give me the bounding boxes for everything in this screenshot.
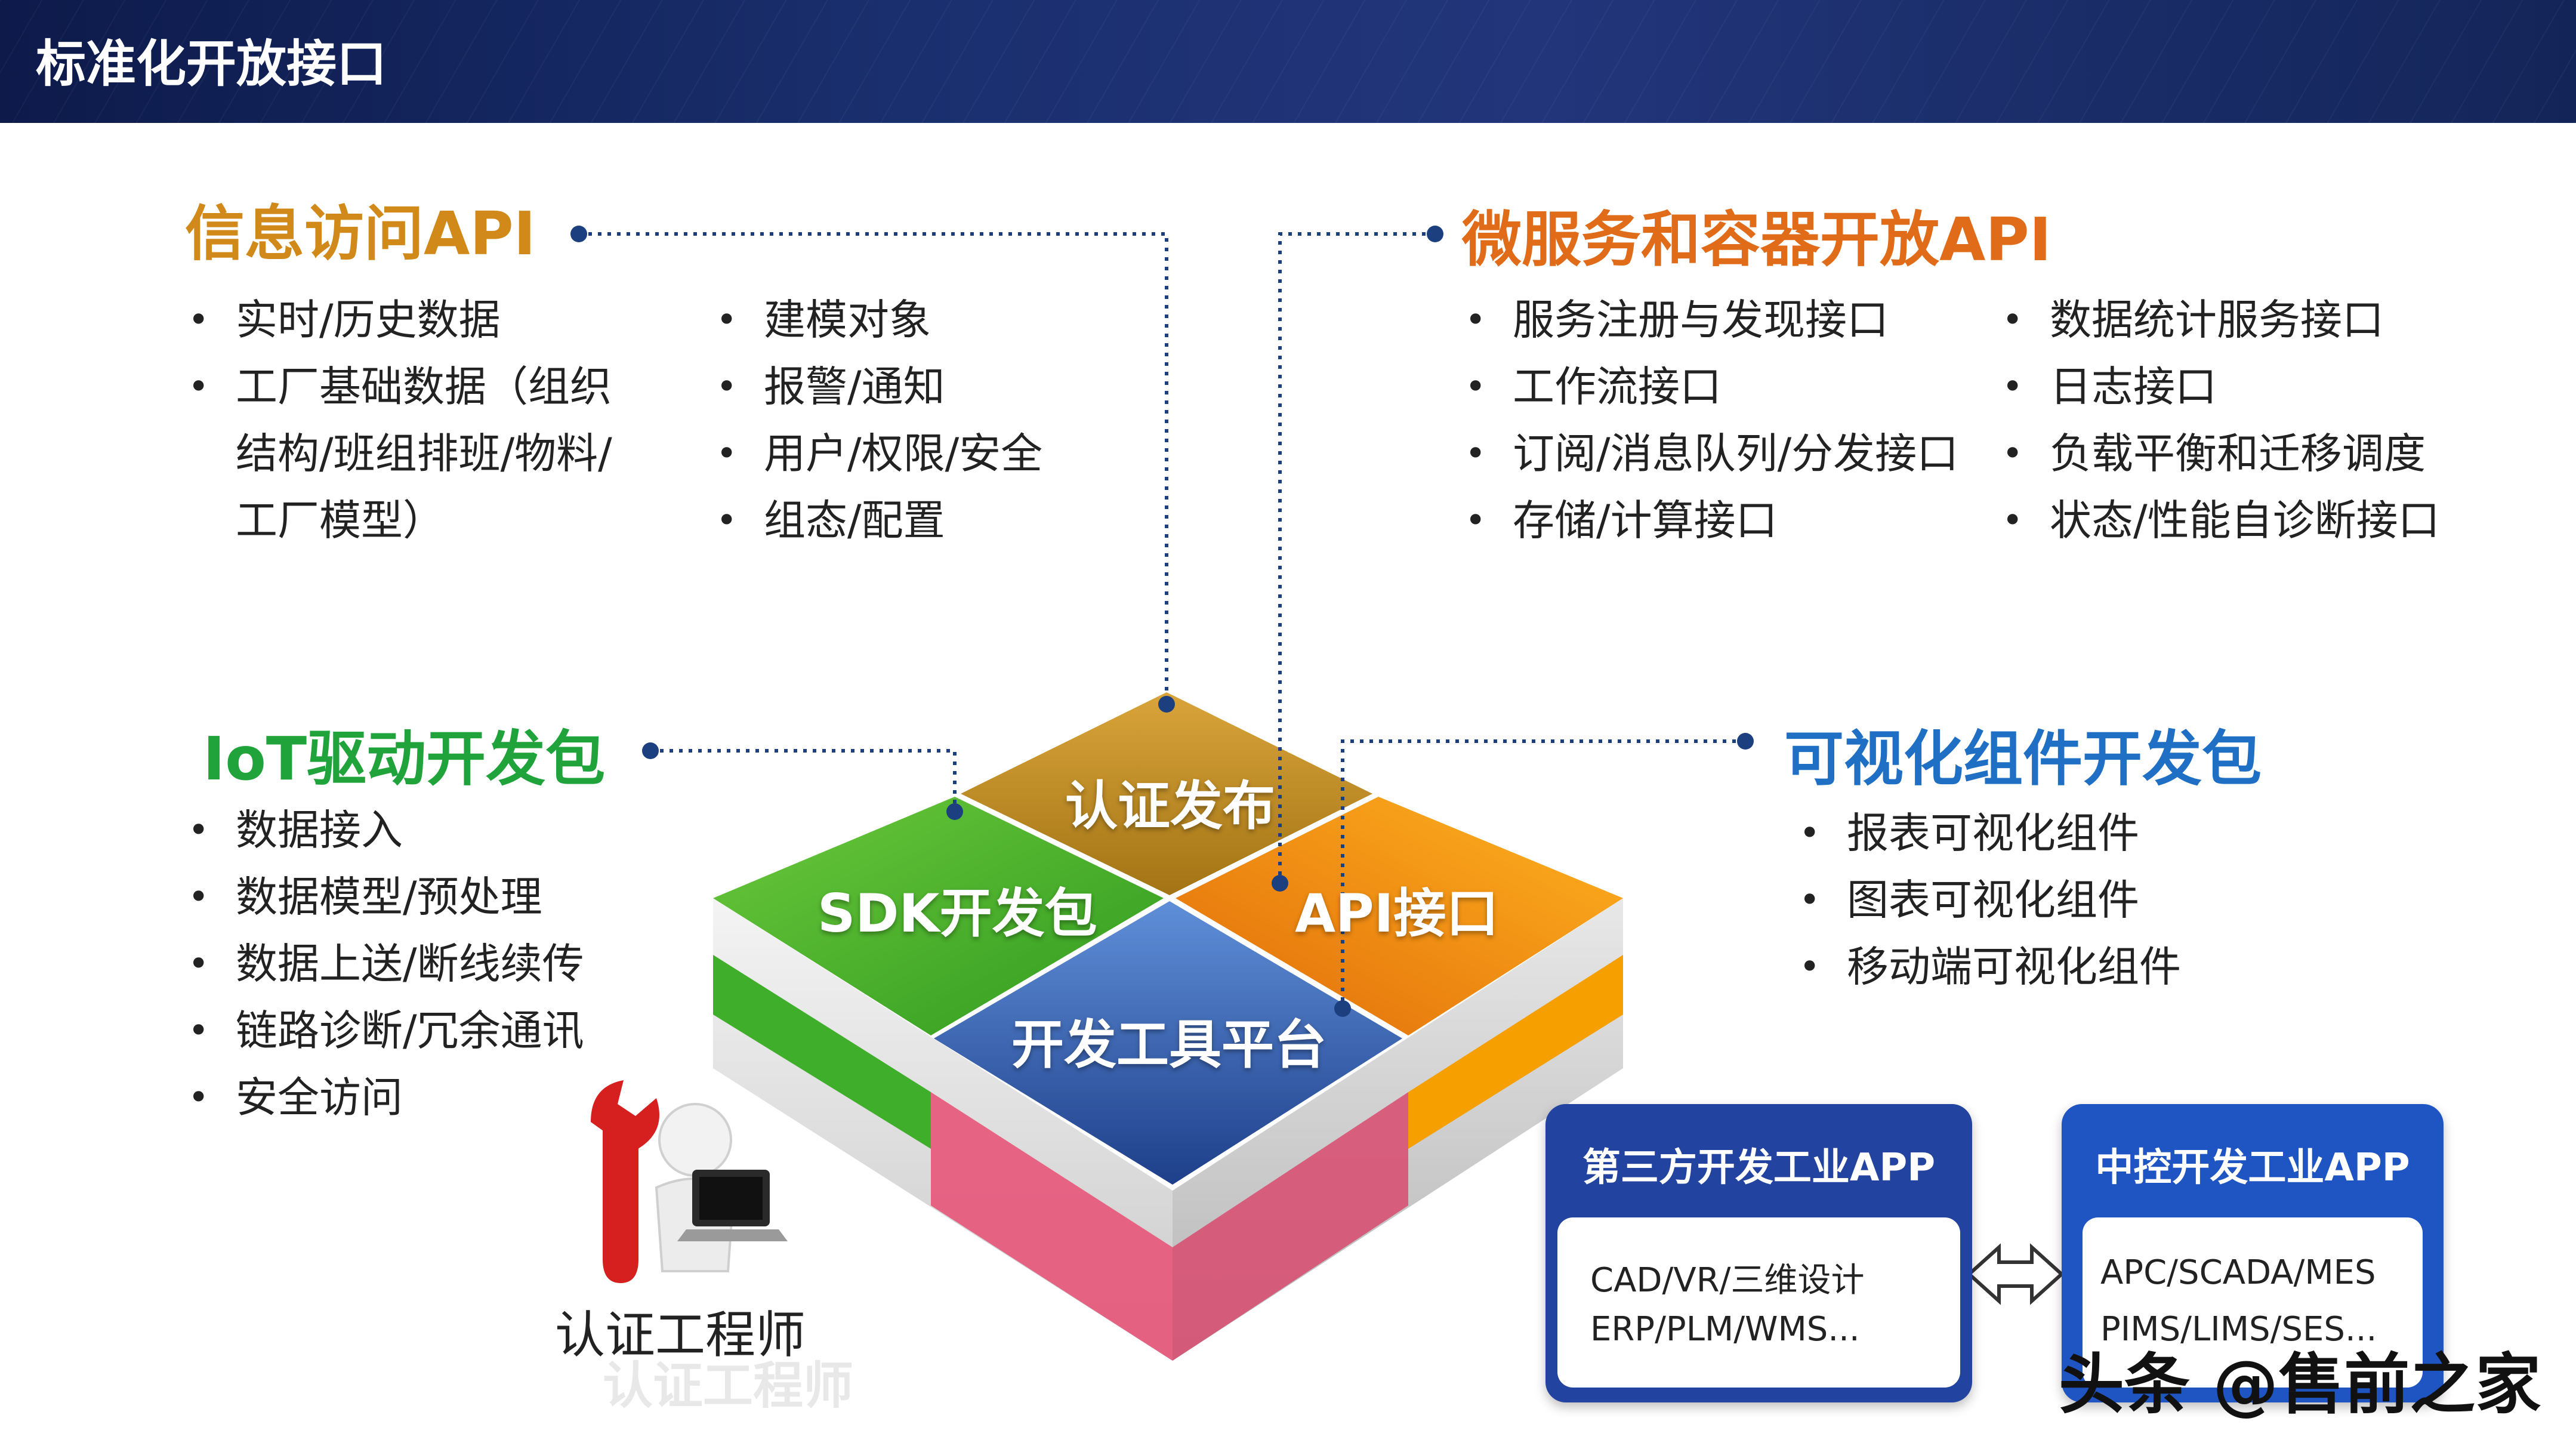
list-item: 订阅/消息队列/分发接口	[1465, 420, 1958, 487]
tile-label-bottom: 开发工具平台	[1011, 1014, 1327, 1075]
list-item: 用户/权限/安全	[716, 420, 1042, 487]
list-item: 存储/计算接口	[1465, 487, 1958, 554]
double-arrow-icon	[1966, 1243, 2065, 1305]
list-item: 日志接口	[2002, 353, 2440, 420]
list-item: 状态/性能自诊断接口	[2002, 487, 2440, 554]
laptop-icon	[677, 1170, 788, 1241]
info-api-list-1: 实时/历史数据 工厂基础数据（组织 结构/班组排班/物料/ 工厂模型）	[188, 286, 612, 554]
tile-left	[713, 797, 1164, 1035]
iot-sdk-list: 数据接入 数据模型/预处理 数据上送/断线续传 链路诊断/冗余通讯 安全访问	[188, 797, 584, 1131]
third-party-app-box: 第三方开发工业APP CAD/VR/三维设计 ERP/PLM/WMS...	[1545, 1104, 1972, 1402]
wrench-icon	[591, 1080, 659, 1283]
engineer-label: 认证工程师	[555, 1306, 806, 1364]
connector-viz-sdk	[1341, 739, 1745, 1009]
central-app-content: APC/SCADA/MES PIMS/LIMS/SES...	[2083, 1217, 2423, 1388]
third-party-app-content: CAD/VR/三维设计 ERP/PLM/WMS...	[1557, 1217, 1960, 1388]
list-item-text: 结构/班组排班/物料/	[236, 429, 612, 478]
list-item: 实时/历史数据	[188, 286, 612, 353]
micro-api-list-1: 服务注册与发现接口 工作流接口 订阅/消息队列/分发接口 存储/计算接口	[1465, 286, 1958, 554]
central-app-line: PIMS/LIMS/SES...	[2100, 1310, 2377, 1349]
engineer-label-reflection: 认证工程师	[603, 1356, 854, 1415]
third-party-app-line: CAD/VR/三维设计	[1590, 1261, 1865, 1300]
list-item: 图表可视化组件	[1799, 867, 2181, 933]
watermark: 头条 @售前之家	[2059, 1346, 2541, 1423]
list-item: 工厂基础数据（组织	[188, 353, 612, 420]
tile-label-top: 认证发布	[1065, 775, 1276, 837]
list-item: 移动端可视化组件	[1799, 933, 2181, 1000]
tile-top	[961, 692, 1372, 895]
connector-dot	[1158, 696, 1175, 713]
tile-label-left: SDK开发包	[817, 883, 1097, 944]
list-item: 数据接入	[188, 797, 584, 864]
edge-green	[713, 955, 931, 1149]
info-api-title: 信息访问API	[185, 199, 536, 269]
edge-orange	[1408, 955, 1623, 1149]
edge-pink-left	[931, 1092, 1173, 1361]
connector-info-api	[579, 232, 1168, 704]
connector-dot	[1427, 226, 1443, 242]
list-item: 负载平衡和迁移调度	[2002, 420, 2440, 487]
central-app-box: 中控开发工业APP APC/SCADA/MES PIMS/LIMS/SES...	[2062, 1104, 2444, 1402]
viz-sdk-list: 报表可视化组件 图表可视化组件 移动端可视化组件	[1799, 800, 2181, 1000]
tile-bottom	[934, 901, 1402, 1185]
connector-dot	[1272, 875, 1288, 892]
connector-dot	[570, 226, 587, 242]
edge-pink-right	[1173, 1092, 1408, 1361]
viz-sdk-title: 可视化组件开发包	[1784, 724, 2262, 794]
connector-dot	[1334, 1000, 1351, 1017]
third-party-app-title: 第三方开发工业APP	[1582, 1146, 1936, 1190]
connector-dot	[946, 803, 963, 820]
list-item-text: 工厂模型）	[236, 496, 445, 545]
list-item: 建模对象	[716, 286, 1042, 353]
tile-label-right: API接口	[1295, 883, 1499, 944]
header-pattern	[0, 0, 2576, 123]
list-item: 安全访问	[188, 1064, 584, 1131]
connector-iot-sdk	[650, 749, 957, 812]
list-item: 链路诊断/冗余通讯	[188, 997, 584, 1064]
third-party-app-line: ERP/PLM/WMS...	[1590, 1310, 1860, 1349]
header-bar: 标准化开放接口	[0, 0, 2576, 123]
list-item: 报表可视化组件	[1799, 800, 2181, 867]
central-app-line: APC/SCADA/MES	[2100, 1253, 2376, 1292]
list-item: 数据上送/断线续传	[188, 930, 584, 997]
list-item: 工作流接口	[1465, 353, 1958, 420]
connector-dot	[642, 742, 659, 759]
iot-sdk-title: IoT驱动开发包	[203, 724, 606, 794]
connector-micro-api	[1278, 232, 1435, 883]
list-item: 报警/通知	[716, 353, 1042, 420]
list-item-cont: 结构/班组排班/物料/	[188, 420, 612, 487]
list-item-cont: 工厂模型）	[188, 487, 612, 554]
list-item: 服务注册与发现接口	[1465, 286, 1958, 353]
list-item: 数据模型/预处理	[188, 864, 584, 930]
micro-api-title: 微服务和容器开放API	[1462, 205, 2051, 275]
connector-dot	[1737, 733, 1754, 750]
tile-right	[1176, 797, 1623, 1035]
micro-api-list-2: 数据统计服务接口 日志接口 负载平衡和迁移调度 状态/性能自诊断接口	[2002, 286, 2440, 554]
page-title: 标准化开放接口	[36, 35, 387, 93]
central-app-title: 中控开发工业APP	[2095, 1146, 2410, 1190]
info-api-list-2: 建模对象 报警/通知 用户/权限/安全 组态/配置	[716, 286, 1042, 554]
list-item: 组态/配置	[716, 487, 1042, 554]
list-item: 数据统计服务接口	[2002, 286, 2440, 353]
